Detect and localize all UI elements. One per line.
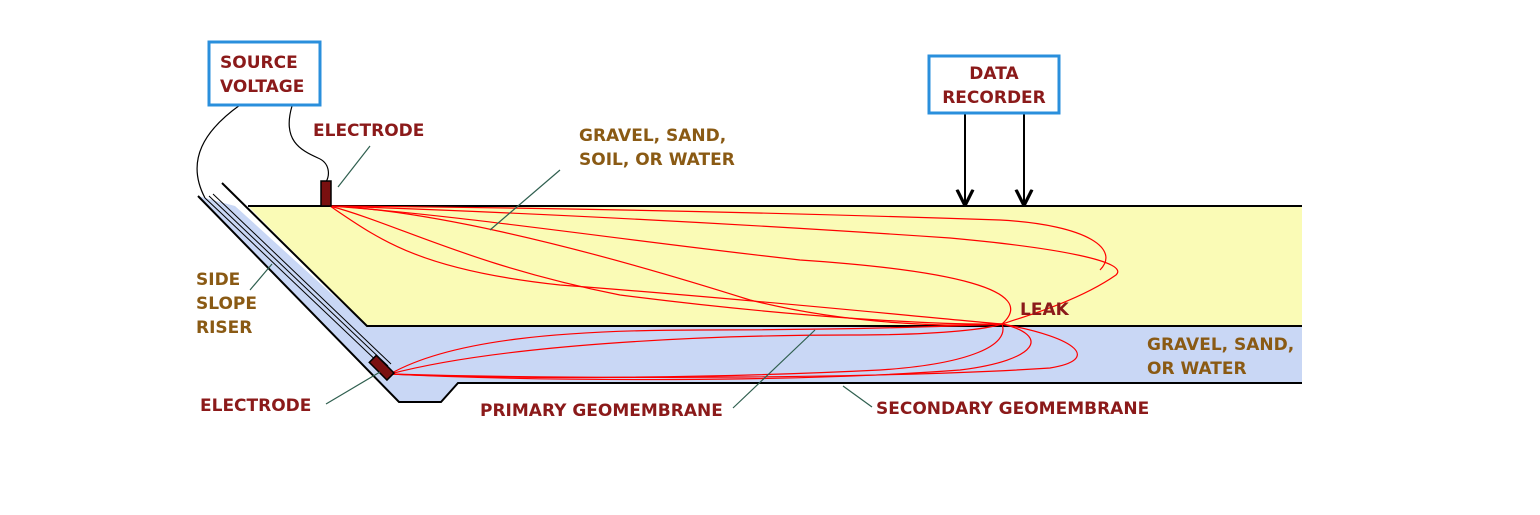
upper-layer-label-line1: GRAVEL, SAND, — [579, 126, 726, 146]
electrode-top — [320, 180, 332, 207]
source-voltage-label-line1: SOURCE — [220, 53, 298, 73]
electrode-bottom — [368, 354, 396, 382]
side-slope-label-line1: SIDE — [196, 270, 240, 290]
lower-layer-label-line1: GRAVEL, SAND, — [1147, 335, 1294, 355]
electrode-bottom-label: ELECTRODE — [200, 396, 311, 416]
lower-layer-label-line2: OR WATER — [1147, 359, 1247, 379]
upper-layer — [248, 206, 1302, 326]
electrode-top-label: ELECTRODE — [313, 121, 424, 141]
data-recorder-label-line2: RECORDER — [942, 88, 1046, 108]
data-recorder-box — [927, 54, 1061, 115]
side-slope-label-line3: RISER — [196, 318, 252, 338]
current-field-lines — [329, 205, 1119, 381]
leak-label: LEAK — [1020, 300, 1070, 320]
side-slope-label-line2: SLOPE — [196, 294, 257, 314]
secondary-geomembrane-label: SECONDARY GEOMEMBRANE — [876, 399, 1149, 419]
source-wires — [196, 104, 329, 199]
upper-layer-label-line2: SOIL, OR WATER — [579, 150, 735, 170]
source-voltage-box — [207, 40, 322, 107]
primary-geomembrane-line — [221, 182, 1302, 327]
primary-geomembrane-label: PRIMARY GEOMEMBRANE — [480, 401, 723, 421]
leader-lines — [249, 145, 873, 409]
source-voltage-label-line2: VOLTAGE — [220, 77, 304, 97]
side-slope-wires — [204, 193, 392, 369]
data-recorder-label-line1: DATA — [969, 64, 1019, 84]
secondary-geomembrane-line — [197, 195, 1302, 403]
